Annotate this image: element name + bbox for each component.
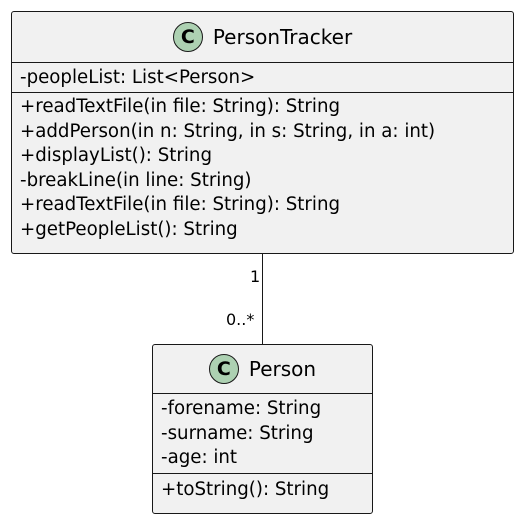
operation: -breakLine(in line: String) bbox=[20, 169, 252, 191]
association-line bbox=[262, 254, 263, 344]
class-header: C Person bbox=[153, 345, 372, 393]
operation: +readTextFile(in file: String): String bbox=[20, 194, 341, 216]
operation: +getPeopleList(): String bbox=[20, 218, 238, 240]
operations-compartment: +readTextFile(in file: String): String +… bbox=[12, 92, 513, 243]
attribute: -forename: String bbox=[161, 398, 322, 419]
source-multiplicity: 1 bbox=[250, 267, 261, 286]
class-name: PersonTracker bbox=[212, 25, 353, 49]
attributes-compartment: -peopleList: List<Person> bbox=[12, 62, 513, 92]
operation: +addPerson(in n: String, in s: String, i… bbox=[20, 120, 436, 142]
target-multiplicity: 0..* bbox=[226, 310, 255, 329]
operation: +toString(): String bbox=[161, 479, 330, 500]
operations-compartment: +toString(): String bbox=[153, 473, 372, 503]
attribute: -age: int bbox=[161, 447, 238, 469]
class-stereotype-icon: C bbox=[208, 354, 239, 384]
class-header: C PersonTracker bbox=[12, 12, 513, 62]
operation: +displayList(): String bbox=[20, 145, 212, 167]
attributes-compartment: -forename: String -surname: String -age:… bbox=[153, 393, 372, 473]
class-stereotype-icon: C bbox=[172, 22, 203, 52]
operation: +readTextFile(in file: String): String bbox=[20, 96, 341, 117]
class-name: Person bbox=[248, 357, 317, 381]
attribute: -surname: String bbox=[161, 422, 314, 444]
class-person: C Person -forename: String -surname: Str… bbox=[152, 344, 373, 514]
attribute: -peopleList: List<Person> bbox=[20, 67, 256, 88]
class-person-tracker: C PersonTracker -peopleList: List<Person… bbox=[11, 11, 514, 254]
